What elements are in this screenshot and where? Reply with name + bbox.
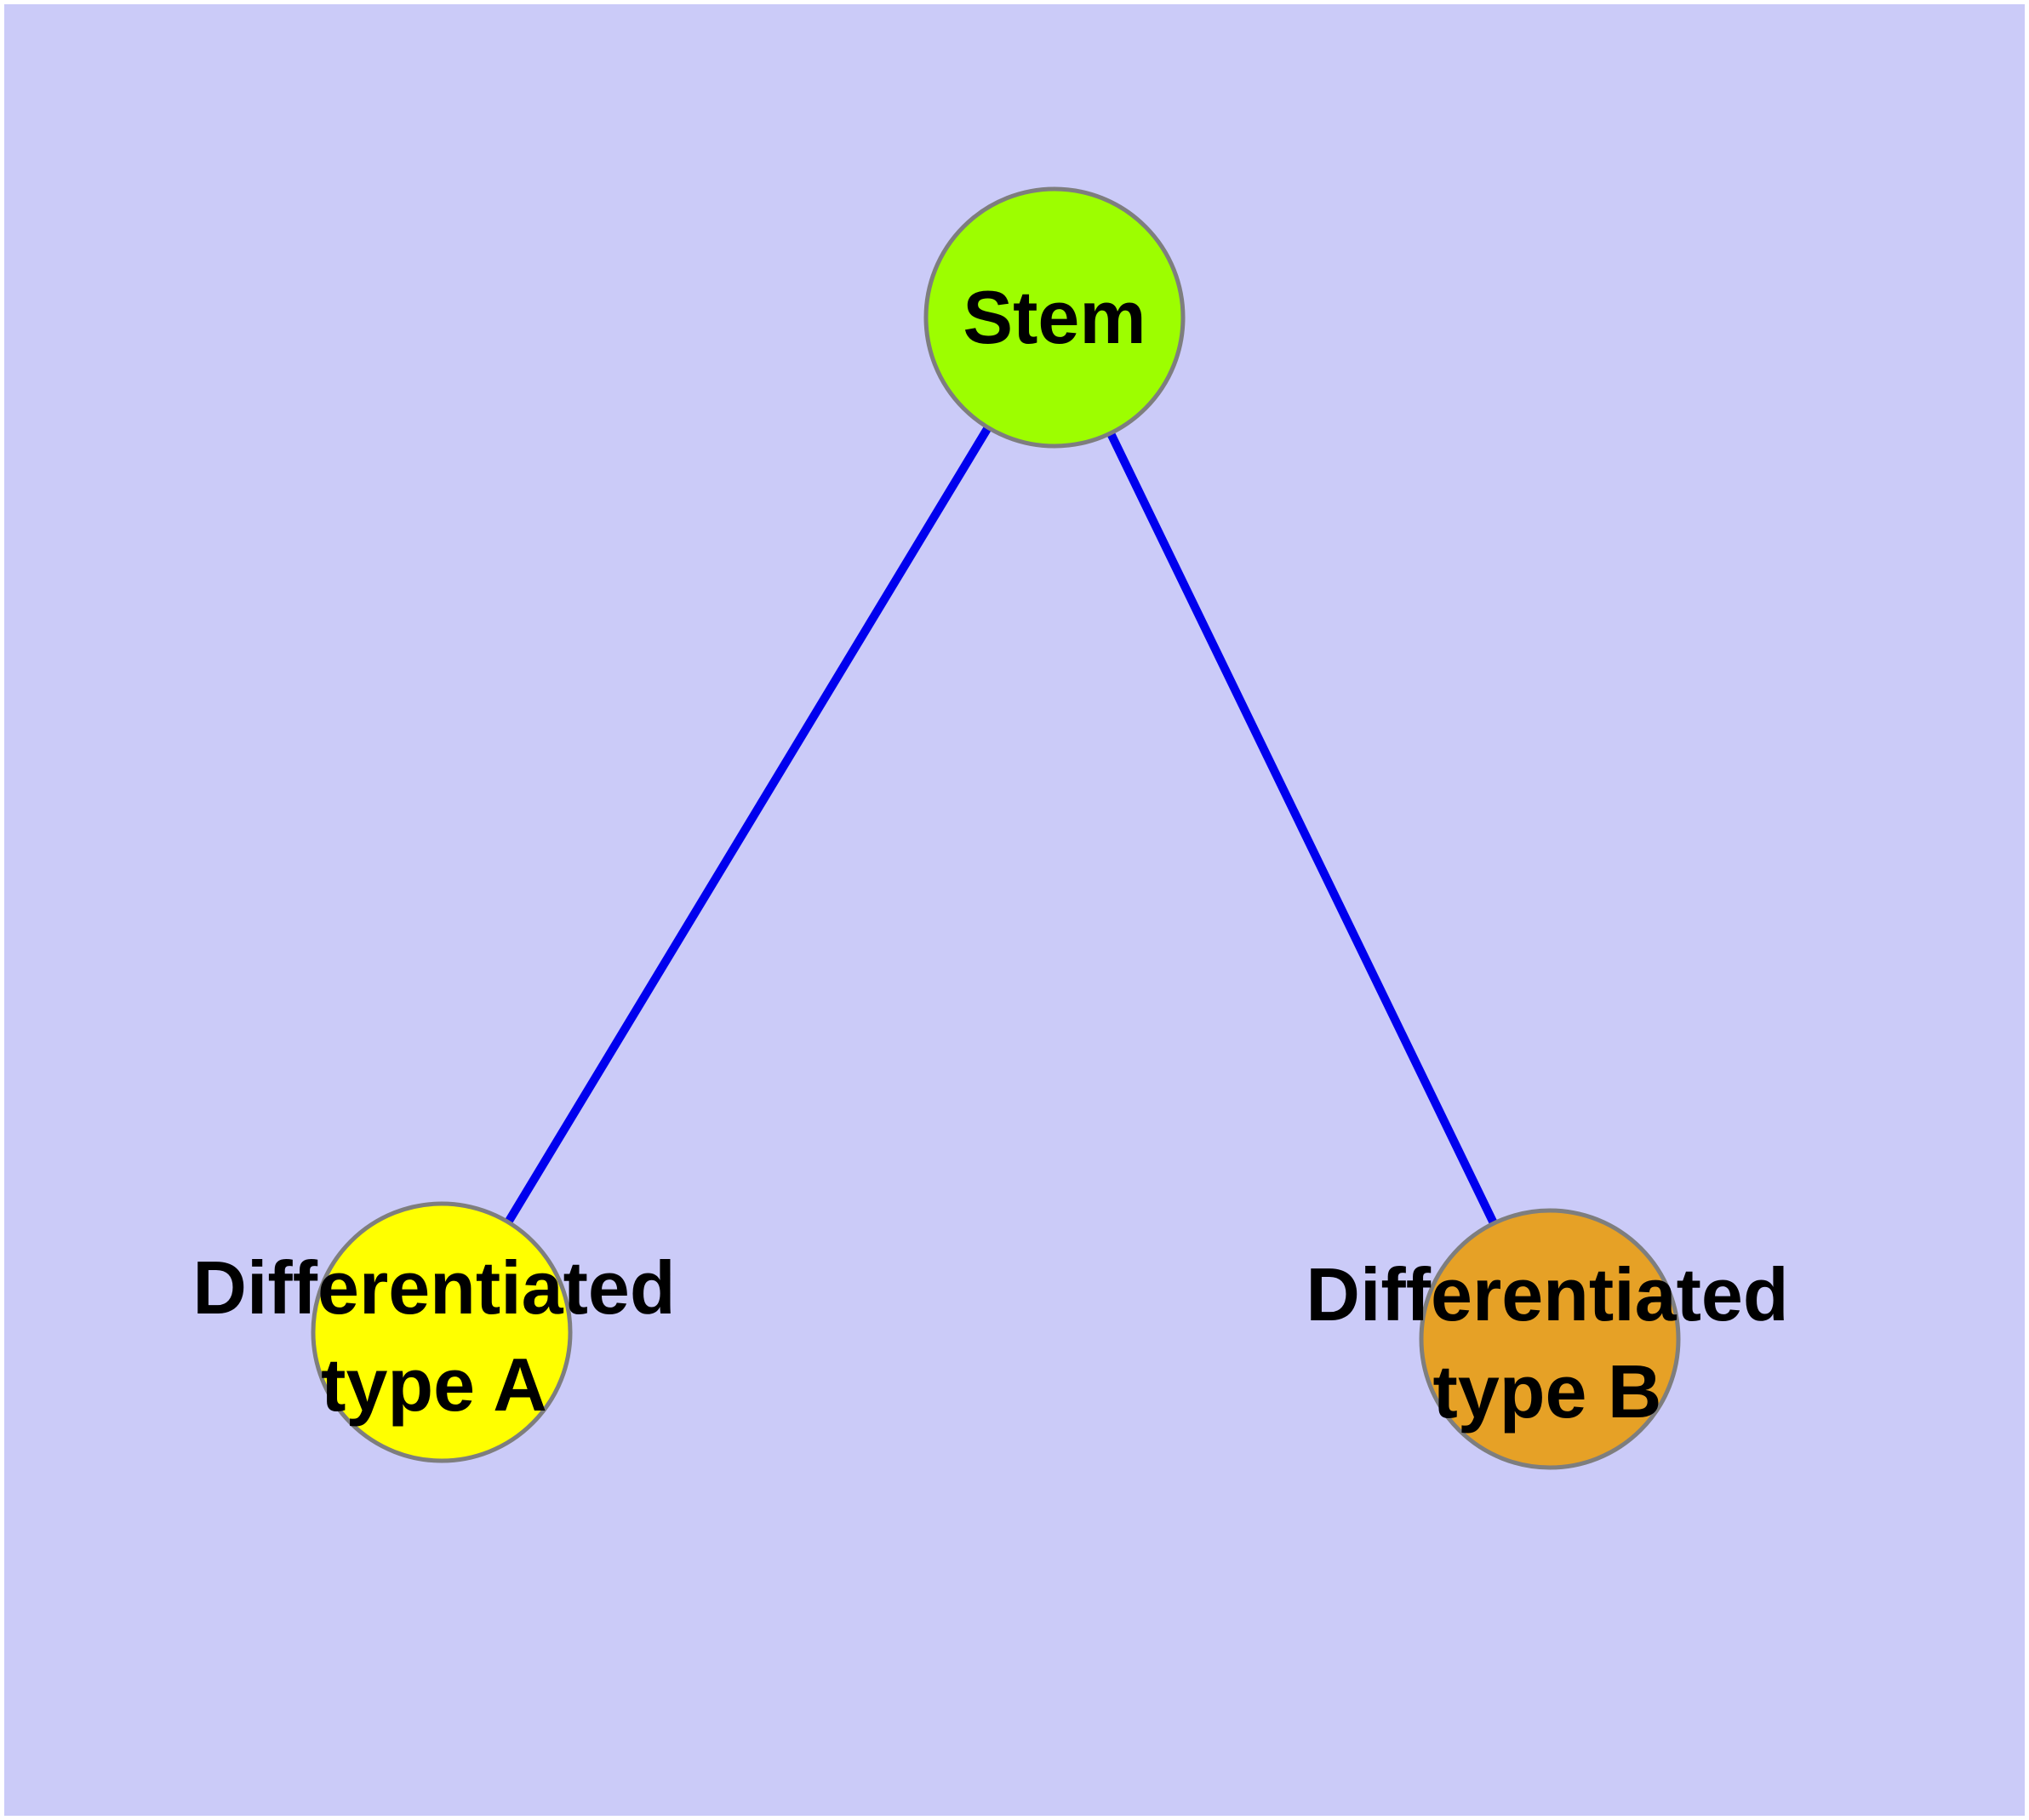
node-type-a-circle [311, 1201, 573, 1463]
edge-stem-to-type-b [1050, 315, 1554, 1342]
node-type-b-label-line2: type B [1433, 1349, 1662, 1434]
node-type-b-label-line1: Differentiated [1306, 1252, 1788, 1336]
edge-stem-to-type-a [437, 315, 1059, 1335]
node-stem-circle [923, 186, 1186, 449]
node-type-a-label-line2: type A [321, 1342, 547, 1427]
node-type-a-label-line1: Differentiated [192, 1245, 675, 1330]
node-type-b-circle [1419, 1208, 1681, 1470]
node-stem-label: Stem [963, 275, 1146, 359]
